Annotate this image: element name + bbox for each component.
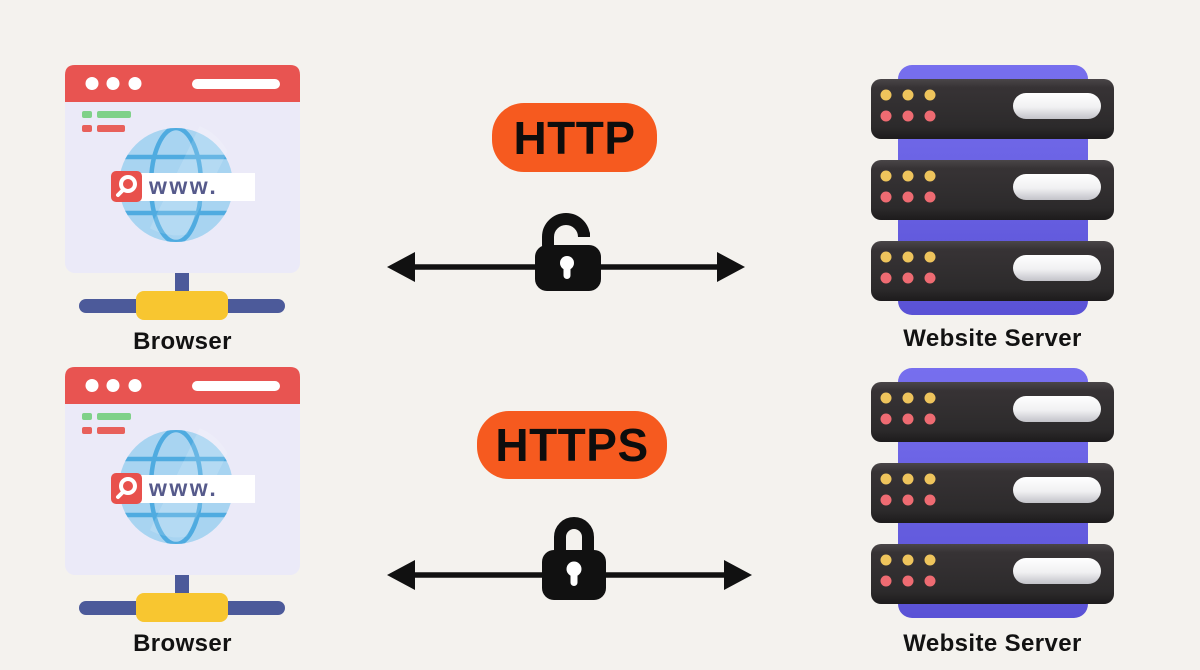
search-bar: www.	[111, 473, 255, 504]
url-text: www.	[148, 173, 218, 199]
server-unit	[871, 544, 1114, 604]
browser-label: Browser	[133, 630, 232, 657]
http-badge: HTTP	[492, 103, 657, 172]
window-dots	[85, 379, 142, 392]
server-label: Website Server	[903, 630, 1082, 657]
browser-topbar	[65, 65, 300, 102]
https-badge-text: HTTPS	[495, 419, 649, 471]
server-illustration	[871, 368, 1114, 618]
led-lights	[880, 554, 936, 587]
browser-topbar	[65, 367, 300, 404]
drive-handle	[1013, 396, 1101, 422]
http-badge-text: HTTP	[513, 111, 636, 164]
status-lines	[82, 111, 131, 132]
https-badge: HTTPS	[477, 411, 667, 479]
led-lights	[880, 473, 936, 506]
network-hub-icon	[79, 567, 285, 622]
drive-handle	[1013, 93, 1101, 119]
search-bar: www.	[111, 171, 255, 202]
server-unit	[871, 241, 1114, 301]
search-icon	[116, 477, 137, 499]
http-connection	[387, 213, 745, 291]
browser-label: Browser	[133, 328, 232, 355]
server-illustration	[871, 65, 1114, 315]
search-icon	[116, 175, 137, 197]
topbar-pill	[192, 79, 280, 89]
led-lights	[880, 170, 936, 203]
drive-handle	[1013, 255, 1101, 281]
led-lights	[880, 89, 936, 122]
network-hub-icon	[79, 265, 285, 320]
open-padlock-icon	[535, 213, 601, 291]
browser-illustration: www.	[65, 65, 300, 320]
drive-handle	[1013, 477, 1101, 503]
server-unit	[871, 79, 1114, 139]
https-connection	[387, 517, 752, 600]
closed-padlock-icon	[542, 517, 606, 600]
drive-handle	[1013, 174, 1101, 200]
topbar-pill	[192, 381, 280, 391]
status-lines	[82, 413, 131, 434]
server-unit	[871, 463, 1114, 523]
server-label: Website Server	[903, 325, 1082, 352]
browser-illustration: www.	[65, 367, 300, 622]
url-text: www.	[148, 475, 218, 501]
window-dots	[85, 77, 142, 90]
server-unit	[871, 160, 1114, 220]
drive-handle	[1013, 558, 1101, 584]
browser-window: www.	[65, 65, 300, 273]
led-lights	[880, 392, 936, 425]
browser-window: www.	[65, 367, 300, 575]
led-lights	[880, 251, 936, 284]
server-unit	[871, 382, 1114, 442]
